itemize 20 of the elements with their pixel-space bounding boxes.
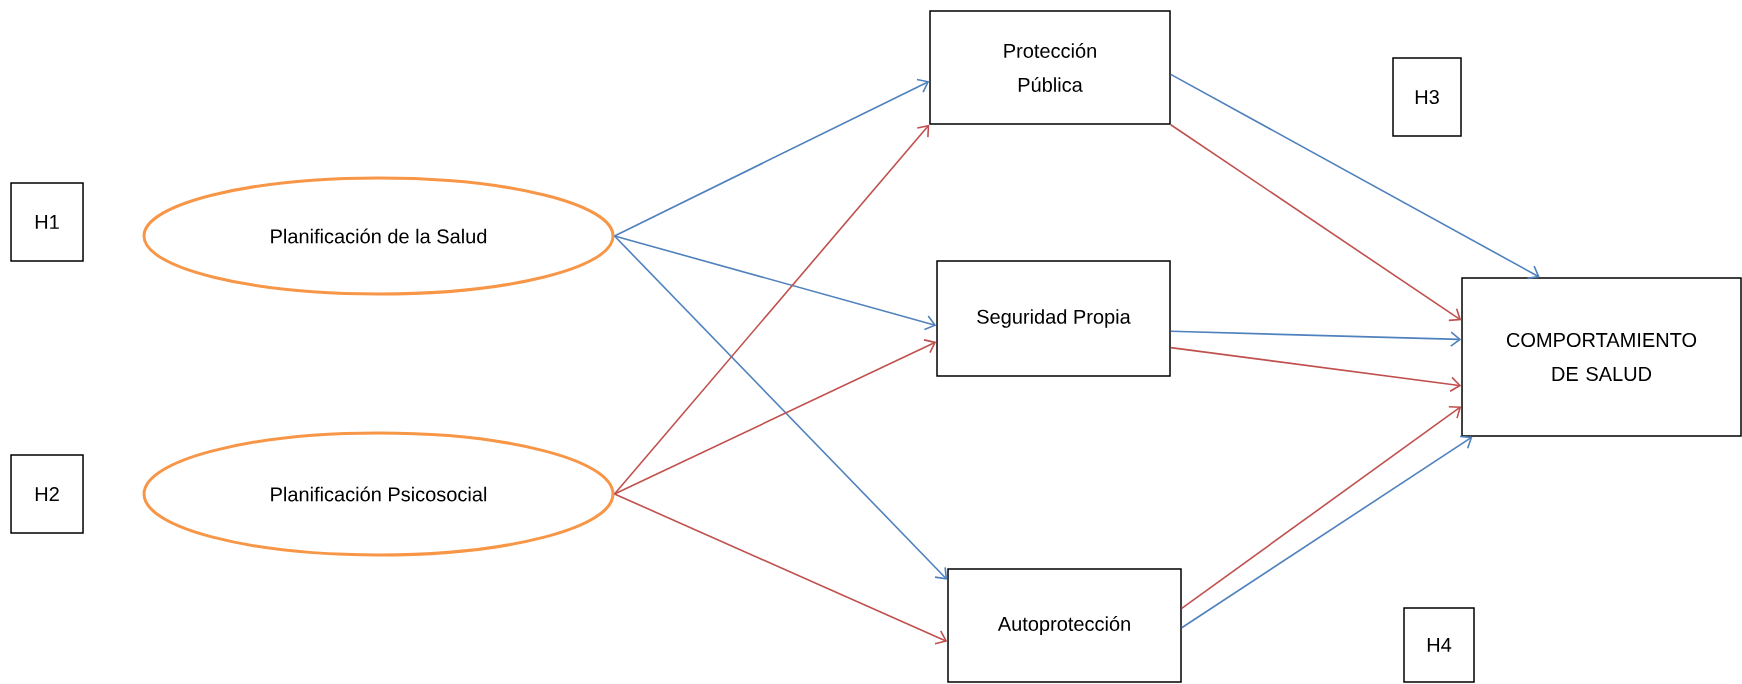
arrow xyxy=(613,235,948,580)
box: Autoprotección xyxy=(947,568,1182,683)
arrow xyxy=(613,124,930,495)
box: Seguridad Propia xyxy=(936,260,1171,377)
arrow xyxy=(1169,123,1462,322)
arrow xyxy=(1169,346,1462,393)
arrow xyxy=(613,78,930,237)
arrow xyxy=(1169,73,1540,280)
arrow xyxy=(613,339,937,495)
arrow xyxy=(1180,406,1462,610)
arrow xyxy=(1169,330,1462,347)
arrow xyxy=(1180,435,1473,629)
box: H1 xyxy=(10,182,84,262)
box: Protección Pública xyxy=(929,10,1171,125)
arrow xyxy=(613,493,948,645)
box: H3 xyxy=(1392,57,1462,137)
box: H2 xyxy=(10,454,84,534)
box: COMPORTAMIENTO DE SALUD xyxy=(1461,277,1742,437)
arrow xyxy=(613,235,937,331)
box: H4 xyxy=(1403,607,1475,683)
